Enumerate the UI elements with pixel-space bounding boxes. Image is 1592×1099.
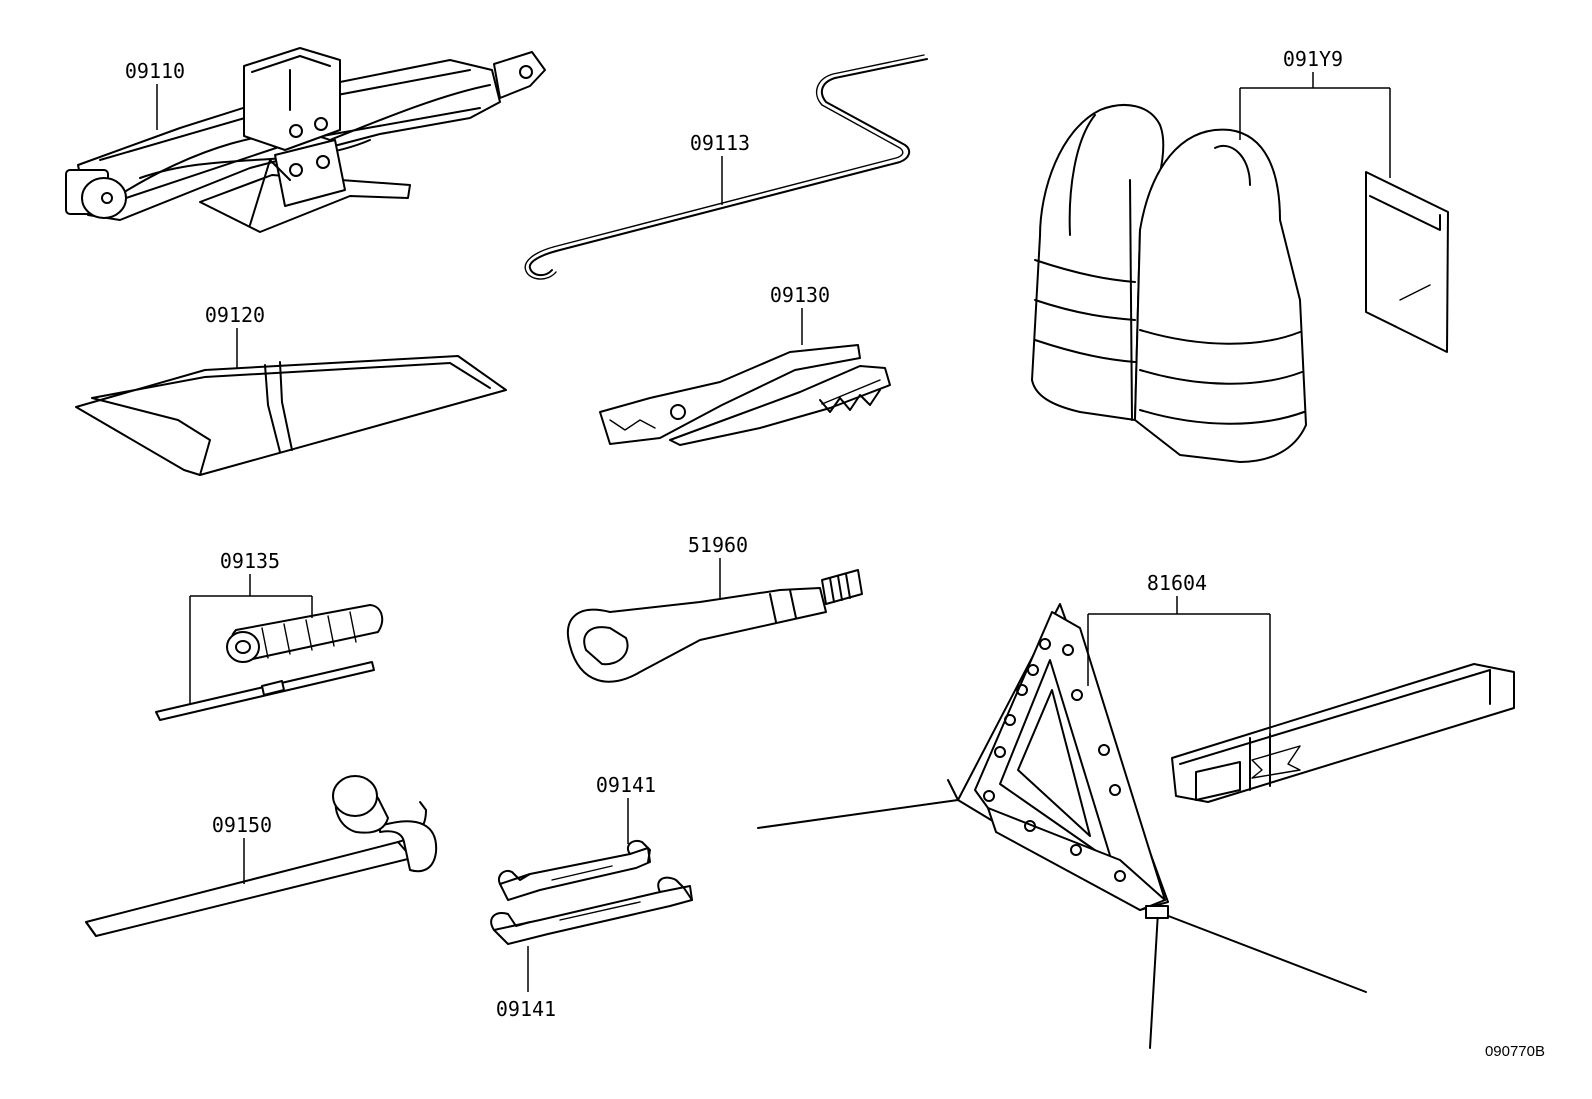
diagram-code: 090770B xyxy=(1485,1043,1545,1060)
pliers[interactable] xyxy=(599,344,891,446)
label-09141-upper: 09141 xyxy=(596,773,656,797)
label-09110: 09110 xyxy=(125,59,185,83)
jack[interactable] xyxy=(65,47,546,233)
label-09150: 09150 xyxy=(212,813,272,837)
label-09130: 09130 xyxy=(770,283,830,307)
label-09120: 09120 xyxy=(205,303,265,327)
screwdriver[interactable] xyxy=(155,604,384,721)
leader-81604 xyxy=(1087,596,1271,734)
leader-091Y9 xyxy=(1239,72,1391,178)
label-091Y9: 091Y9 xyxy=(1283,47,1343,71)
leader-09135 xyxy=(189,574,313,704)
lug-wrench[interactable] xyxy=(85,775,438,937)
label-09141-lower: 09141 xyxy=(496,997,556,1021)
label-09113: 09113 xyxy=(690,131,750,155)
tow-hook[interactable] xyxy=(567,569,863,683)
warning-triangle[interactable] xyxy=(757,603,1515,1049)
wrench-upper[interactable] xyxy=(498,840,651,901)
label-09135: 09135 xyxy=(220,549,280,573)
label-81604: 81604 xyxy=(1147,571,1207,595)
safety-vest[interactable] xyxy=(1031,104,1449,463)
jack-handle[interactable] xyxy=(524,54,928,280)
tool-bag[interactable] xyxy=(75,355,507,476)
label-51960: 51960 xyxy=(688,533,748,557)
wrench-lower[interactable] xyxy=(490,876,693,945)
